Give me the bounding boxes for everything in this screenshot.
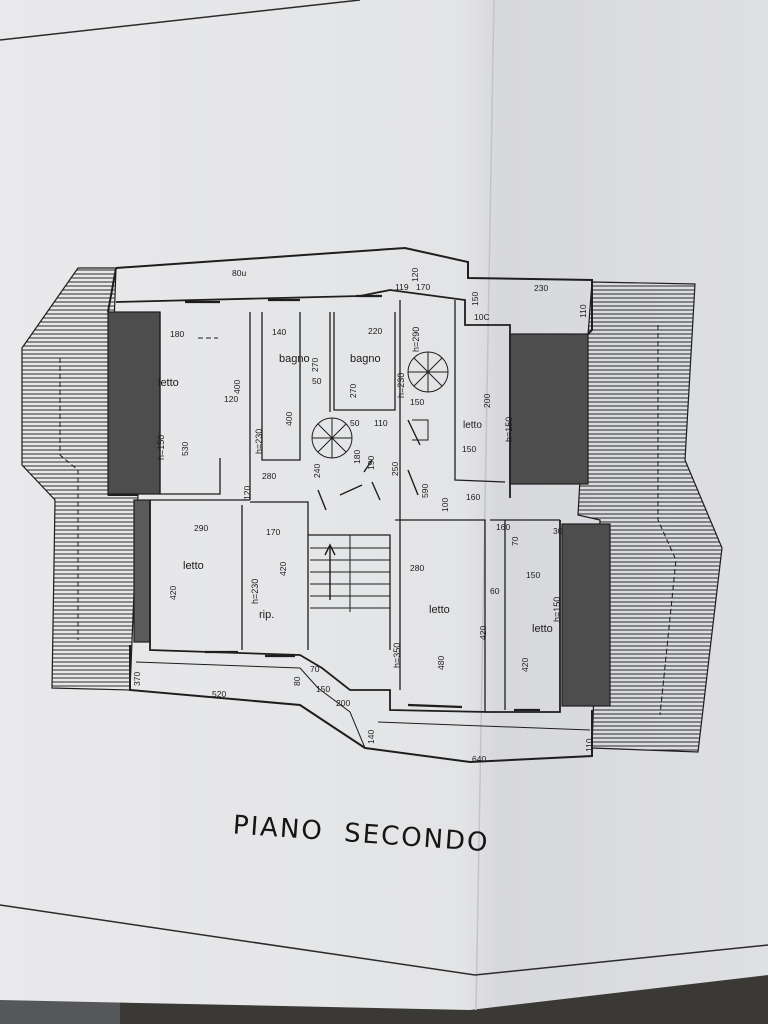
room-letto-top-left: letto (158, 377, 179, 389)
spiral-stair-2 (311, 417, 353, 459)
room-bagno-2: bagno (350, 353, 381, 365)
room-letto-mid-left: letto (183, 560, 204, 572)
paper-top-edge-line (0, 0, 361, 41)
dim: 60 (490, 586, 500, 596)
dim: 80u (232, 268, 246, 278)
dim: 190 (366, 456, 376, 470)
dim: 160 (466, 492, 480, 502)
dim: 80 (292, 676, 302, 686)
dim: 170 (266, 527, 280, 537)
height-h230-a: h=230 (254, 429, 264, 454)
dim: 140 (272, 327, 286, 337)
height-h350: h=350 (392, 643, 402, 668)
room-letto-bottom-right: letto (532, 623, 553, 635)
dim: 270 (348, 384, 358, 398)
dim: 110 (374, 418, 388, 428)
dashed-roof-outline-left (59, 358, 79, 640)
dim: 640 (472, 754, 486, 764)
dim: 400 (284, 412, 294, 426)
dim: 120 (410, 268, 420, 282)
outer-wall (107, 246, 593, 764)
dim: 290 (194, 523, 208, 533)
partitions (150, 300, 560, 712)
dim: 140 (366, 730, 376, 744)
wall-band-right-lower (561, 523, 611, 707)
dim: 180 (352, 450, 362, 464)
dim: 520 (212, 689, 226, 699)
dim: 10C (474, 312, 490, 322)
dim: 370 (132, 672, 142, 686)
dim: 120 (224, 394, 238, 404)
dim: 150 (462, 444, 476, 454)
dim: 220 (368, 326, 382, 336)
room-bagno-1: bagno (279, 353, 310, 365)
dim: 150 (316, 684, 330, 694)
dim: 420 (520, 658, 530, 672)
dim: 200 (482, 394, 492, 408)
height-h230-b: h=230 (396, 373, 406, 398)
dim: 420 (168, 586, 178, 600)
dim: 150 (470, 292, 480, 306)
spiral-stair-1 (407, 351, 449, 393)
dim: 420 (478, 626, 488, 640)
dim: 50 (312, 376, 322, 386)
dim: 170 (416, 282, 430, 292)
height-h150-left: h=150 (156, 435, 166, 460)
dim: 230 (534, 283, 548, 293)
wall-band-left-lower (133, 499, 151, 643)
dashed-roof-outline-right (657, 325, 677, 716)
dim: 160 (496, 522, 510, 532)
room-letto-top-right: letto (463, 420, 482, 431)
dimension-labels: 80u 120 119 170 150 230 110 10C 180 140 … (132, 268, 594, 764)
dim: 180 (170, 329, 184, 339)
dim: 200 (336, 698, 350, 708)
dim: 120 (242, 486, 252, 500)
dim: 150 (410, 397, 424, 407)
room-labels: letto bagno bagno letto letto rip. letto… (158, 353, 553, 635)
floor-plan (21, 246, 723, 764)
window-marks (185, 294, 540, 712)
room-letto-center: letto (429, 604, 450, 616)
balcony-lines (135, 661, 591, 749)
height-h290: h=290 (411, 327, 421, 352)
dim: 400 (232, 380, 242, 394)
height-labels: h=150 h=230 h=230 h=290 h=150 h=230 h=35… (156, 327, 562, 668)
height-h150-right: h=150 (504, 417, 514, 442)
dim: 280 (262, 471, 276, 481)
dim: 150 (526, 570, 540, 580)
paper-fold-vertical (475, 0, 495, 1011)
dim: 270 (310, 358, 320, 372)
dim: 250 (390, 462, 400, 476)
dim: 100 (440, 498, 450, 512)
wall-band-right (509, 333, 589, 485)
dim: 50 (350, 418, 360, 428)
wall-band-left (107, 311, 161, 495)
dim: 70 (510, 536, 520, 546)
dim: 420 (278, 562, 288, 576)
dim: 530 (180, 442, 190, 456)
dim: 119 (395, 282, 409, 292)
paper-bottom-border-line (0, 904, 768, 976)
height-h150-far: h=150 (552, 597, 562, 622)
dim: 70 (310, 664, 320, 674)
dim: 480 (436, 656, 446, 670)
door-marks (317, 419, 421, 511)
dim: 110 (578, 304, 588, 318)
height-h230-c: h=230 (250, 579, 260, 604)
stairs (310, 419, 429, 612)
dim: 280 (410, 563, 424, 573)
dim: 30 (553, 526, 563, 536)
dim: 590 (420, 484, 430, 498)
dim: 110 (584, 738, 594, 752)
room-rip: rip. (259, 609, 274, 621)
dim: 240 (312, 464, 322, 478)
